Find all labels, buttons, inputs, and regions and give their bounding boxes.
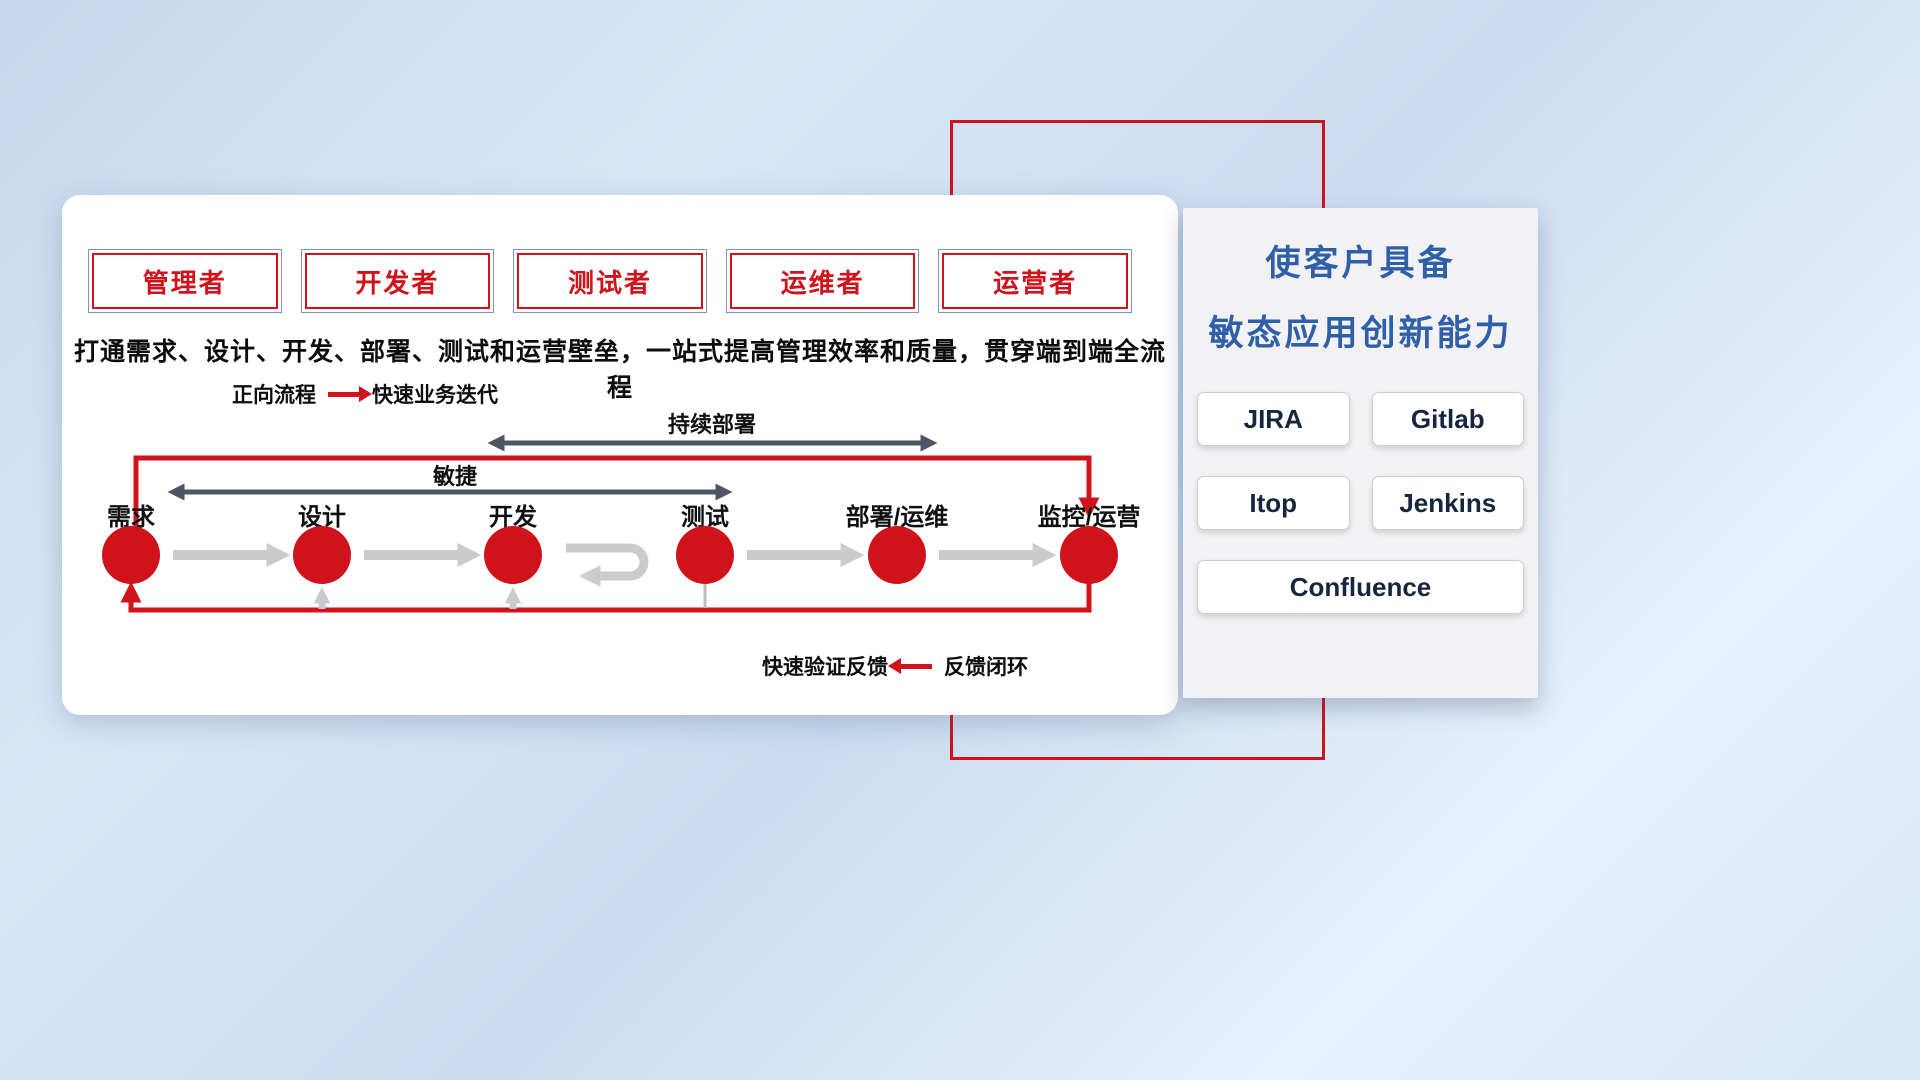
tool-box-confluence: Confluence <box>1197 560 1524 614</box>
role-label: 运维者 <box>729 253 916 309</box>
tools-grid: JIRA Gitlab Itop Jenkins Confluence <box>1197 392 1524 614</box>
role-box-operator: 运营者 <box>938 249 1132 313</box>
agile-label: 敏捷 <box>432 464 478 489</box>
feedback-arrow-icon <box>888 657 932 674</box>
forward-arrow-icon <box>328 385 372 402</box>
flow-diagram: 持续部署 敏捷 需求 设计 开发 测试 部署/运维 监控/运营 <box>102 412 1140 613</box>
tool-box-gitlab: Gitlab <box>1371 392 1524 446</box>
tool-box-jenkins: Jenkins <box>1371 476 1524 530</box>
iteration-uturn-arrow-icon <box>566 543 649 587</box>
role-label: 管理者 <box>92 253 278 309</box>
legend-forward-label: 正向流程 <box>232 384 316 407</box>
feedback-loop-line <box>120 580 1092 613</box>
role-row: 管理者 开发者 测试者 运维者 运营者 <box>88 249 1132 313</box>
legend-feedback: 快速验证反馈 反馈闭环 <box>762 651 1028 681</box>
panel-title-line1: 使客户具备 <box>1265 244 1456 283</box>
panel-title-line2: 敏态应用创新能力 <box>1208 314 1513 353</box>
role-box-ops: 运维者 <box>725 249 920 313</box>
cd-label: 持续部署 <box>668 412 756 437</box>
role-box-developer: 开发者 <box>300 249 495 313</box>
stage-circle-monitor-operate <box>1060 526 1118 584</box>
legend-forward: 正向流程 快速业务迭代 <box>232 379 498 409</box>
headline-text: 打通需求、设计、开发、部署、测试和运营壁垒，一站式提高管理效率和质量，贯穿端到端… <box>73 338 1166 402</box>
tool-box-itop: Itop <box>1197 476 1350 530</box>
legend-forward-value: 快速业务迭代 <box>372 384 498 407</box>
role-label: 运营者 <box>942 253 1128 309</box>
stage-circle-requirements <box>102 526 160 584</box>
stage-circle-testing <box>676 526 734 584</box>
tool-box-jira: JIRA <box>1197 392 1350 446</box>
role-box-manager: 管理者 <box>88 249 282 313</box>
process-card: 管理者 开发者 测试者 运维者 运营者 打通需求、设计、开发、部署、测试和运营壁… <box>62 195 1178 715</box>
legend-feedback-value: 反馈闭环 <box>944 656 1028 679</box>
forward-loop-line <box>133 455 1100 528</box>
stage-circle-deploy-ops <box>868 526 926 584</box>
role-label: 测试者 <box>517 253 703 309</box>
role-box-tester: 测试者 <box>513 249 707 313</box>
role-label: 开发者 <box>304 253 491 309</box>
capability-panel: 使客户具备 敏态应用创新能力 JIRA Gitlab Itop Jenkins … <box>1183 208 1538 698</box>
legend-feedback-label: 快速验证反馈 <box>762 656 888 679</box>
stage-circle-design <box>293 526 351 584</box>
stage-circle-development <box>484 526 542 584</box>
